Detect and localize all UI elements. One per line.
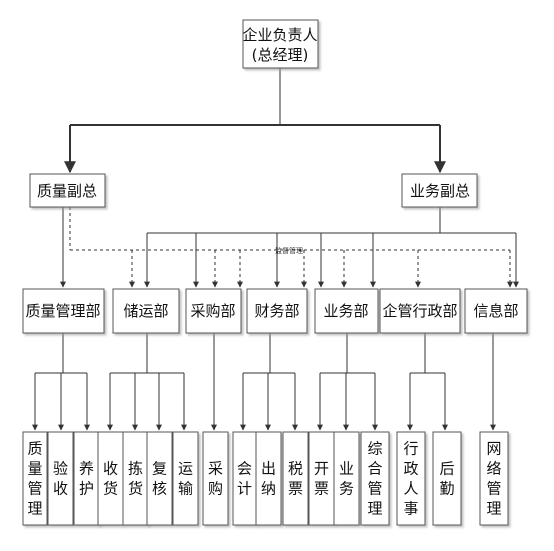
deputy-business: 业务副总: [401, 173, 478, 208]
dept-finance: 财务部: [246, 288, 308, 334]
dept-admin: 企管行政部: [379, 288, 461, 334]
unit-label: 运输: [178, 460, 193, 498]
unit-label: 拣货: [128, 460, 143, 498]
unit-label: 复核: [152, 460, 167, 498]
dept-info: 信息部: [464, 288, 528, 334]
unit-box: 综合管理: [360, 431, 390, 526]
unit-label: 网络管理: [486, 440, 501, 518]
unit-label: 后勤: [439, 460, 454, 498]
unit-label: 质量管理: [27, 440, 42, 518]
dept-purchase-label: 采购部: [190, 302, 235, 320]
dept-admin-label: 企管行政部: [382, 302, 457, 320]
unit-label: 出纳: [261, 460, 276, 498]
deputy-quality-label: 质量副总: [37, 182, 97, 200]
unit-label: 开票: [314, 460, 329, 498]
unit-box: 后勤: [432, 431, 462, 526]
unit-box: 采购: [202, 431, 229, 526]
unit-box: 拣货: [122, 431, 149, 526]
unit-box: 收货: [97, 431, 124, 526]
deputy-business-label: 业务副总: [410, 182, 470, 200]
dept-purchase: 采购部: [185, 288, 242, 334]
dept-sales: 业务部: [314, 288, 379, 334]
top-subtitle: (总经理): [252, 46, 309, 64]
connectors: [32, 68, 519, 431]
top-title: 企业负责人: [242, 26, 317, 44]
unit-box: 质量管理: [22, 431, 48, 526]
dept-storage: 储运部: [112, 288, 180, 334]
unit-label: 会计: [237, 460, 252, 498]
supervision-label: 监督管理: [275, 246, 303, 255]
unit-box: 运输: [172, 431, 199, 526]
unit-label: 验收: [53, 460, 68, 498]
unit-box: 税票: [282, 431, 309, 526]
unit-label: 综合管理: [367, 440, 382, 518]
unit-box: 行政人事: [396, 431, 426, 526]
top-node: 企业负责人 (总经理): [242, 19, 319, 69]
deputy-quality: 质量副总: [29, 173, 106, 208]
unit-box: 网络管理: [479, 431, 509, 526]
unit-box: 养护: [73, 431, 100, 526]
unit-label: 收货: [103, 460, 118, 498]
dept-info-label: 信息部: [473, 302, 518, 320]
unit-label: 业务: [339, 460, 354, 498]
dept-quality: 质量管理部: [22, 288, 105, 334]
unit-label: 采购: [208, 460, 223, 498]
unit-box: 会计: [232, 431, 257, 526]
unit-box: 验收: [47, 431, 74, 526]
unit-box: 复核: [146, 431, 173, 526]
dept-quality-label: 质量管理部: [25, 302, 100, 320]
unit-box: 开票: [308, 431, 335, 526]
dept-finance-label: 财务部: [254, 302, 299, 320]
unit-box: 业务: [333, 431, 360, 526]
dept-sales-label: 业务部: [323, 302, 368, 320]
dept-storage-label: 储运部: [123, 302, 168, 320]
unit-label: 养护: [79, 460, 94, 498]
unit-label: 行政人事: [403, 440, 418, 518]
unit-label: 税票: [288, 460, 303, 498]
unit-box: 出纳: [255, 431, 282, 526]
